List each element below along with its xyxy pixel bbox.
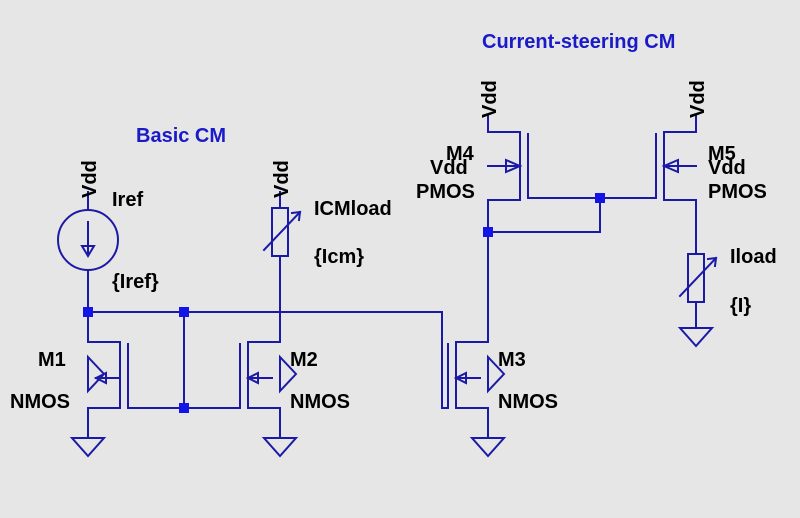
variable-arrow-icon <box>262 210 302 252</box>
junction-node <box>179 403 189 413</box>
basic-cm-title: Basic CM <box>136 125 226 147</box>
ground-m3 <box>469 437 507 458</box>
m3-name: M3 <box>498 349 526 371</box>
junction-node <box>179 307 189 317</box>
current-arrow-icon <box>80 245 96 258</box>
vdd-iref: Vdd <box>79 160 101 198</box>
m5-model: PMOS <box>708 181 767 203</box>
icm-load-resistor[interactable] <box>262 191 302 343</box>
m5-pmos[interactable] <box>599 115 697 255</box>
gate-bus <box>87 311 443 409</box>
icm-load-name: ICMload <box>314 198 392 220</box>
m1-nmos[interactable] <box>87 341 129 439</box>
steering-wires <box>487 197 601 233</box>
junction-node <box>483 227 493 237</box>
iref-name: Iref <box>112 189 143 211</box>
iref-value: {Iref} <box>112 271 159 293</box>
m2-nmos[interactable] <box>239 341 298 439</box>
iload-name: Iload <box>730 246 777 268</box>
variable-arrow-icon <box>678 256 718 298</box>
m5-body: Vdd <box>708 157 746 179</box>
vdd-icm: Vdd <box>271 160 293 198</box>
ground-iload <box>677 327 715 348</box>
m3-nmos[interactable] <box>441 231 506 439</box>
m4-model: PMOS <box>416 181 475 203</box>
ground-m1 <box>69 437 107 458</box>
m3-model: NMOS <box>498 391 558 413</box>
m2-name: M2 <box>290 349 318 371</box>
current-steering-title: Current-steering CM <box>482 31 675 53</box>
iload-value: {I} <box>730 295 751 317</box>
m5-name: M5 <box>708 143 736 165</box>
m4-pmos[interactable] <box>487 115 601 233</box>
vdd-m5: Vdd <box>687 80 709 118</box>
junction-node <box>595 193 605 203</box>
ground-m2 <box>261 437 299 458</box>
m1-model: NMOS <box>10 391 70 413</box>
icm-load-value: {Icm} <box>314 246 364 268</box>
iload-resistor[interactable] <box>678 253 718 329</box>
vdd-m4: Vdd <box>479 80 501 118</box>
m1-name: M1 <box>38 349 66 371</box>
m4-body: Vdd <box>430 157 468 179</box>
iref-source[interactable] <box>57 191 119 313</box>
m4-name: M4 <box>446 143 475 165</box>
junction-node <box>83 307 93 317</box>
m2-model: NMOS <box>290 391 350 413</box>
